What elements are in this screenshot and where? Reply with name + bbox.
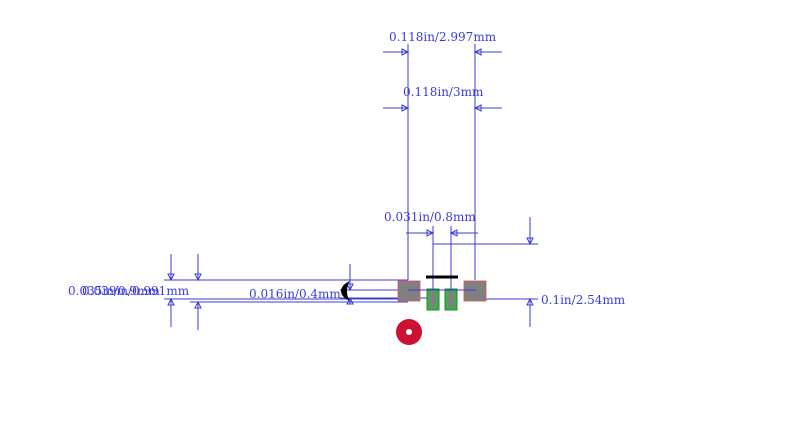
arrow-up	[167, 297, 175, 306]
arrow-up	[346, 296, 354, 305]
arrow-right	[401, 48, 410, 56]
pin1-arc-marker	[341, 281, 350, 301]
arrow-down	[194, 273, 202, 282]
label-pad-pitch: 0.031in/0.8mm	[384, 210, 476, 224]
pad-right	[463, 280, 487, 302]
arrow-right	[426, 229, 435, 237]
label-height-b: 0.039in/0.991mm	[82, 284, 190, 298]
dimension-row-pitch: 0.1in/2.54mm	[475, 293, 626, 327]
dimension-pad-pitch: 0.031in/0.8mm	[384, 210, 538, 290]
arrow-down	[526, 237, 534, 246]
arrow-up	[194, 300, 202, 309]
label-pad-width: 0.016in/0.4mm	[249, 287, 341, 301]
arrow-left	[473, 104, 482, 112]
dimension-second-width: 0.118in/3mm	[383, 85, 502, 112]
arrow-down	[346, 283, 354, 292]
pad-center-1-inner	[430, 292, 436, 307]
dimension-left-heights: 0.035in/0.9mm 0.039in/0.991mm	[68, 254, 408, 330]
arrow-up	[526, 297, 534, 306]
label-height-a: 0.035in/0.9mm	[68, 284, 160, 298]
arrow-right	[401, 104, 410, 112]
pad-center-2-inner	[448, 292, 454, 307]
label-top-width: 0.118in/2.997mm	[389, 30, 497, 44]
dimension-top-width: 0.118in/2.997mm	[383, 30, 502, 280]
package-footprint	[397, 275, 487, 311]
pad-left	[397, 280, 421, 302]
pin1-dot-inner	[406, 329, 412, 335]
label-second-width: 0.118in/3mm	[403, 85, 484, 99]
arrow-left	[473, 48, 482, 56]
label-row-pitch: 0.1in/2.54mm	[541, 293, 626, 307]
pin1-marker	[396, 319, 422, 345]
arrow-left	[449, 229, 458, 237]
arrow-down	[167, 273, 175, 282]
